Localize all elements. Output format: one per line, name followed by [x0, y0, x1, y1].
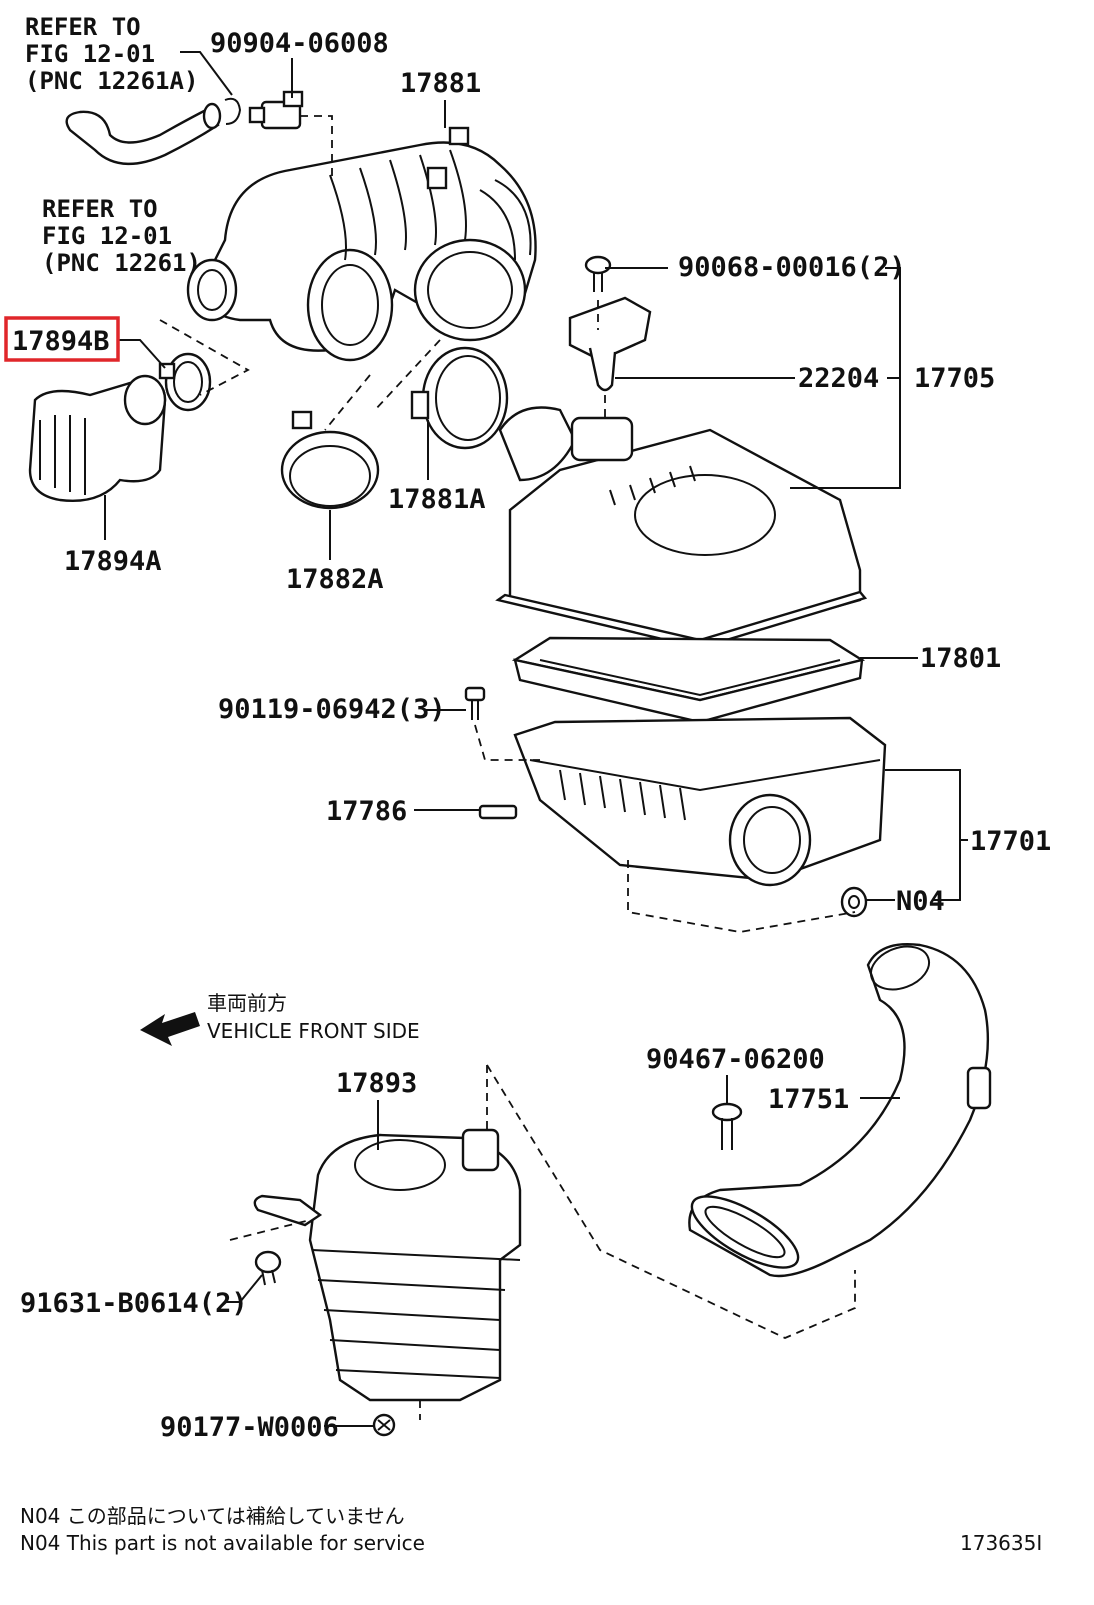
refer-label-1-line2: FIG 12-01 [25, 40, 155, 68]
bolt-91631-drawing [254, 1250, 282, 1286]
leader-lines [104, 51, 968, 1427]
direction-label-jp: 車両前方 [207, 991, 287, 1015]
screw-90068-drawing [584, 255, 612, 292]
refer-label-1-line3: (PNC 12261A) [25, 67, 198, 95]
refer-label-2-line1: REFER TO [42, 195, 158, 223]
part-label-91631-B0614[interactable]: 91631-B0614(2) [20, 1288, 248, 1319]
footnotes: N04 この部品については補給していません N04 This part is n… [20, 1504, 1042, 1555]
grommet-n04-drawing [840, 886, 868, 918]
hose-drawing [65, 97, 242, 166]
refer-label-2-line3: (PNC 12261) [42, 249, 201, 277]
part-label-17786[interactable]: 17786 [326, 796, 407, 827]
part-label-17881A[interactable]: 17881A [388, 484, 486, 515]
footnote-en: N04 This part is not available for servi… [20, 1531, 425, 1555]
part-label-90119-06942[interactable]: 90119-06942(3) [218, 694, 446, 725]
clip-90177-drawing [372, 1413, 396, 1437]
part-label-17894B[interactable]: 17894B [12, 326, 110, 357]
part-label-17893[interactable]: 17893 [336, 1068, 417, 1099]
part-label-17894A[interactable]: 17894A [64, 546, 162, 577]
part-label-17701[interactable]: 17701 [970, 826, 1051, 857]
sensor-90904-drawing [248, 90, 304, 130]
direction-label-en: VEHICLE FRONT SIDE [207, 1019, 420, 1043]
part-label-90177-W0006[interactable]: 90177-W0006 [160, 1412, 339, 1443]
clamp-17882A-drawing [280, 410, 380, 510]
air-cleaner-case-17701-drawing [478, 716, 887, 887]
bolt-90119-drawing [464, 686, 486, 720]
resonator-17894A-drawing [28, 374, 167, 502]
clamp-17881A-drawing [410, 346, 509, 450]
footnote-jp: N04 この部品については補給していません [20, 1504, 405, 1528]
intake-duct-17881-drawing [186, 126, 537, 362]
refer-label-1-line1: REFER TO [25, 13, 141, 41]
callout-labels: REFER TO FIG 12-01 (PNC 12261A) REFER TO… [4, 13, 1051, 1443]
part-label-17882A[interactable]: 17882A [286, 564, 384, 595]
part-label-17881[interactable]: 17881 [400, 68, 481, 99]
part-label-N04[interactable]: N04 [896, 886, 945, 917]
figure-id: 173635I [960, 1531, 1042, 1555]
mass-air-flow-sensor-22204-drawing [568, 296, 652, 392]
part-label-90904-06008[interactable]: 90904-06008 [210, 28, 389, 59]
highlight-box-17894B [4, 316, 120, 362]
clip-90467-drawing [711, 1102, 743, 1150]
arrow-front-icon [140, 1012, 200, 1046]
part-label-90068-00016[interactable]: 90068-00016(2) [678, 252, 906, 283]
part-label-17801[interactable]: 17801 [920, 643, 1001, 674]
dashed-assembly-lines [159, 115, 856, 1420]
direction-indicator: 車両前方 VEHICLE FRONT SIDE [207, 991, 420, 1043]
refer-label-2-line2: FIG 12-01 [42, 222, 172, 250]
inlet-duct-17751-drawing [688, 943, 992, 1278]
clamp-17894B-drawing [158, 352, 212, 412]
part-label-17751[interactable]: 17751 [768, 1084, 849, 1115]
resonator-17893-drawing [253, 1128, 522, 1402]
part-label-17705[interactable]: 17705 [914, 363, 995, 394]
part-label-22204[interactable]: 22204 [798, 363, 879, 394]
part-label-90467-06200[interactable]: 90467-06200 [646, 1044, 825, 1075]
air-cleaner-cap-17705-drawing [495, 406, 868, 650]
filter-element-17801-drawing [511, 636, 866, 724]
